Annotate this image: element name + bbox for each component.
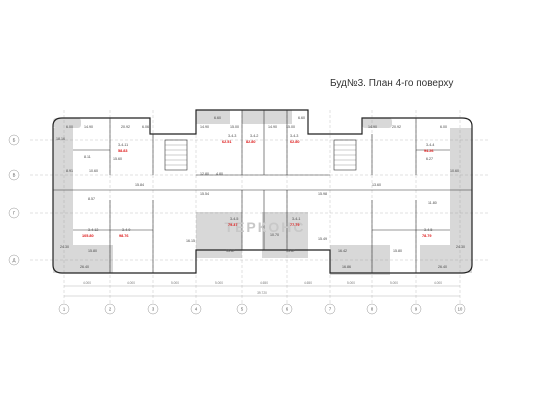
room-area: 20.92 — [392, 125, 401, 129]
apt-area: 105.80 — [82, 234, 94, 238]
apt-area: 79.37 — [228, 223, 238, 227]
room-area: 15.84 — [135, 183, 144, 187]
room-area: 15.60 — [113, 157, 122, 161]
apt-code: 3-4-2 — [250, 134, 258, 138]
axis-number: 9 — [415, 307, 418, 312]
walls — [52, 109, 473, 274]
room-area: 14.90 — [84, 125, 93, 129]
apt-code: 3-4-5 — [230, 217, 238, 221]
room-area: 14.90 — [268, 125, 277, 129]
room-area: 15.67 — [286, 249, 295, 253]
bay-dim: 5.000 — [171, 281, 179, 285]
room-area: 16.15 — [186, 239, 195, 243]
bay-dim: 5.000 — [347, 281, 355, 285]
room-area: 15.00 — [230, 125, 239, 129]
axis-number: 10 — [458, 307, 463, 312]
bay-dim: 4.000 — [434, 281, 442, 285]
room-area: 26.40 — [438, 265, 447, 269]
apt-area: 82.80 — [246, 140, 256, 144]
dimension-lines — [64, 285, 460, 297]
room-area: 15.54 — [200, 192, 209, 196]
bay-dim: 5.000 — [215, 281, 223, 285]
apt-code: 3-4-3 — [228, 134, 236, 138]
axis-number: 3 — [152, 307, 155, 312]
room-area: 6.06 — [142, 125, 149, 129]
apt-area: 98.76 — [119, 234, 129, 238]
room-area: 6.60 — [214, 116, 221, 120]
room-area: 15.80 — [88, 249, 97, 253]
total-dimension: 39.720 — [257, 291, 267, 295]
room-area: 12.80 — [200, 172, 209, 176]
room-area: 6.60 — [298, 116, 305, 120]
room-area: 24.30 — [456, 245, 465, 249]
axis-number: 8 — [371, 307, 374, 312]
stairs — [165, 144, 356, 166]
apt-code: 3-4-11 — [118, 143, 128, 147]
axis-number: 2 — [109, 307, 112, 312]
axis-letter: Г — [13, 211, 16, 216]
axis-letter: Д — [13, 258, 16, 263]
apartment-labels: 3-4-11 58.83 3-4-12 105.80 3-4-9 98.76 3… — [82, 134, 434, 238]
apt-code: 3-4-1 — [292, 217, 300, 221]
room-area: 15.80 — [393, 249, 402, 253]
axis-number-markers: 1 2 3 4 5 6 7 8 9 10 — [58, 303, 466, 315]
apt-code: 3-4-12 — [88, 228, 98, 232]
axis-number: 7 — [329, 307, 332, 312]
bay-dim: 5.000 — [390, 281, 398, 285]
room-area: 6.00 — [440, 125, 447, 129]
room-area: 26.40 — [80, 265, 89, 269]
room-area: 8.11 — [84, 155, 91, 159]
axis-number: 4 — [195, 307, 198, 312]
room-area: 15.49 — [318, 237, 327, 241]
watermark-text: ТЕРКОНС — [225, 219, 306, 235]
apt-area: 58.83 — [118, 149, 128, 153]
room-area: 15.98 — [318, 192, 327, 196]
room-area: 11.80 — [428, 201, 437, 205]
room-area: 6.00 — [66, 125, 73, 129]
room-area: 14.90 — [368, 125, 377, 129]
plan-title: Буд№3. План 4-го поверху — [330, 78, 454, 89]
apt-code: 3-4-5 — [424, 228, 432, 232]
room-area: 15.67 — [226, 249, 235, 253]
axis-letter: В — [13, 173, 16, 178]
apt-area: 62.80 — [290, 140, 300, 144]
bay-dim: 4.650 — [260, 281, 268, 285]
room-area: 15.00 — [286, 125, 295, 129]
bay-dim: 4.650 — [304, 281, 312, 285]
axis-grid — [30, 110, 490, 310]
axis-number: 5 — [241, 307, 244, 312]
axis-letter: Б — [13, 138, 16, 143]
room-area: 10.70 — [270, 233, 279, 237]
axis-number: 1 — [63, 307, 66, 312]
room-area: 18.16 — [56, 137, 65, 141]
room-area: 13.60 — [372, 183, 381, 187]
room-area: 10.60 — [450, 169, 459, 173]
room-area: 16.86 — [342, 265, 351, 269]
inner-walls — [53, 110, 472, 273]
apt-area: 78.79 — [422, 234, 432, 238]
room-area: 16.42 — [338, 249, 347, 253]
apt-code: 3-4-3 — [290, 134, 298, 138]
apt-area: 77.79 — [290, 223, 300, 227]
room-area: 10.60 — [89, 169, 98, 173]
room-area: 8.91 — [66, 169, 73, 173]
bay-dimensions: 4.000 4.000 5.000 5.000 4.650 4.650 5.00… — [83, 281, 442, 285]
room-area: 20.92 — [121, 125, 130, 129]
room-area: 8.57 — [88, 197, 95, 201]
axis-letter-markers: Б В Г Д — [8, 134, 20, 266]
apt-area: 94.26 — [424, 149, 434, 153]
room-area: 14.90 — [200, 125, 209, 129]
axis-number: 6 — [286, 307, 289, 312]
apt-area: 62.51 — [222, 140, 232, 144]
room-area: 24.30 — [60, 245, 69, 249]
room-area: 4.80 — [216, 172, 223, 176]
bay-dim: 4.000 — [127, 281, 135, 285]
bay-dim: 4.000 — [83, 281, 91, 285]
apt-code: 3-4-4 — [426, 143, 434, 147]
room-areas: 6.00 14.90 20.92 6.06 14.90 15.00 14.90 … — [56, 116, 465, 269]
apt-code: 3-4-9 — [122, 228, 130, 232]
room-area: 6.27 — [426, 157, 433, 161]
